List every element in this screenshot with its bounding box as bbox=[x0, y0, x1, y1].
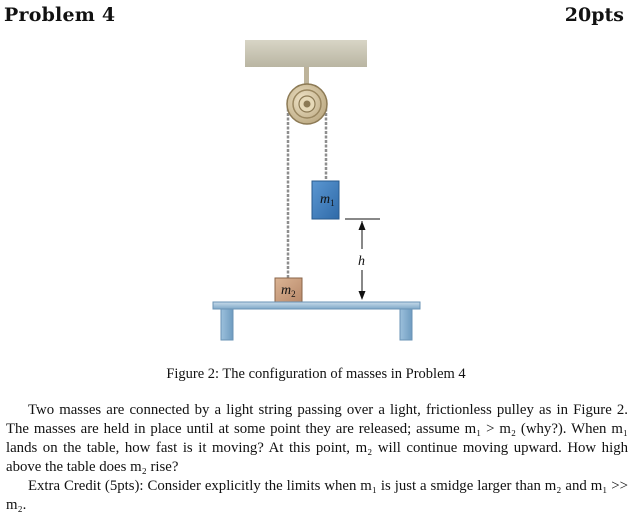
mass-1-subscript: 1 bbox=[330, 198, 335, 208]
pulley-hanger bbox=[304, 67, 309, 93]
mass-1-block: m1 bbox=[311, 180, 340, 220]
pulley-figure: m1 h m2 bbox=[212, 40, 421, 341]
figure-caption: Figure 2: The configuration of masses in… bbox=[166, 366, 466, 382]
ceiling bbox=[245, 40, 367, 67]
height-indicator: h bbox=[345, 218, 380, 300]
mass-2-subscript: 2 bbox=[291, 289, 296, 299]
mass-1-label: m bbox=[320, 192, 330, 207]
mass-2-label: m bbox=[281, 283, 291, 298]
svg-text:m2: m2 bbox=[281, 283, 296, 299]
pulley bbox=[286, 83, 328, 125]
svg-text:m1: m1 bbox=[320, 192, 335, 208]
problem-statement: Two masses are connected by a light stri… bbox=[6, 401, 628, 515]
mass-2-block: m2 bbox=[274, 277, 303, 303]
height-label: h bbox=[358, 254, 365, 269]
points-label: 20pts bbox=[564, 4, 624, 26]
problem-paragraph: Two masses are connected by a light stri… bbox=[6, 402, 628, 475]
problem-title: Problem 4 bbox=[4, 4, 116, 26]
table bbox=[212, 301, 421, 341]
extra-credit-paragraph: Extra Credit (5pts): Consider explicitly… bbox=[6, 478, 628, 513]
